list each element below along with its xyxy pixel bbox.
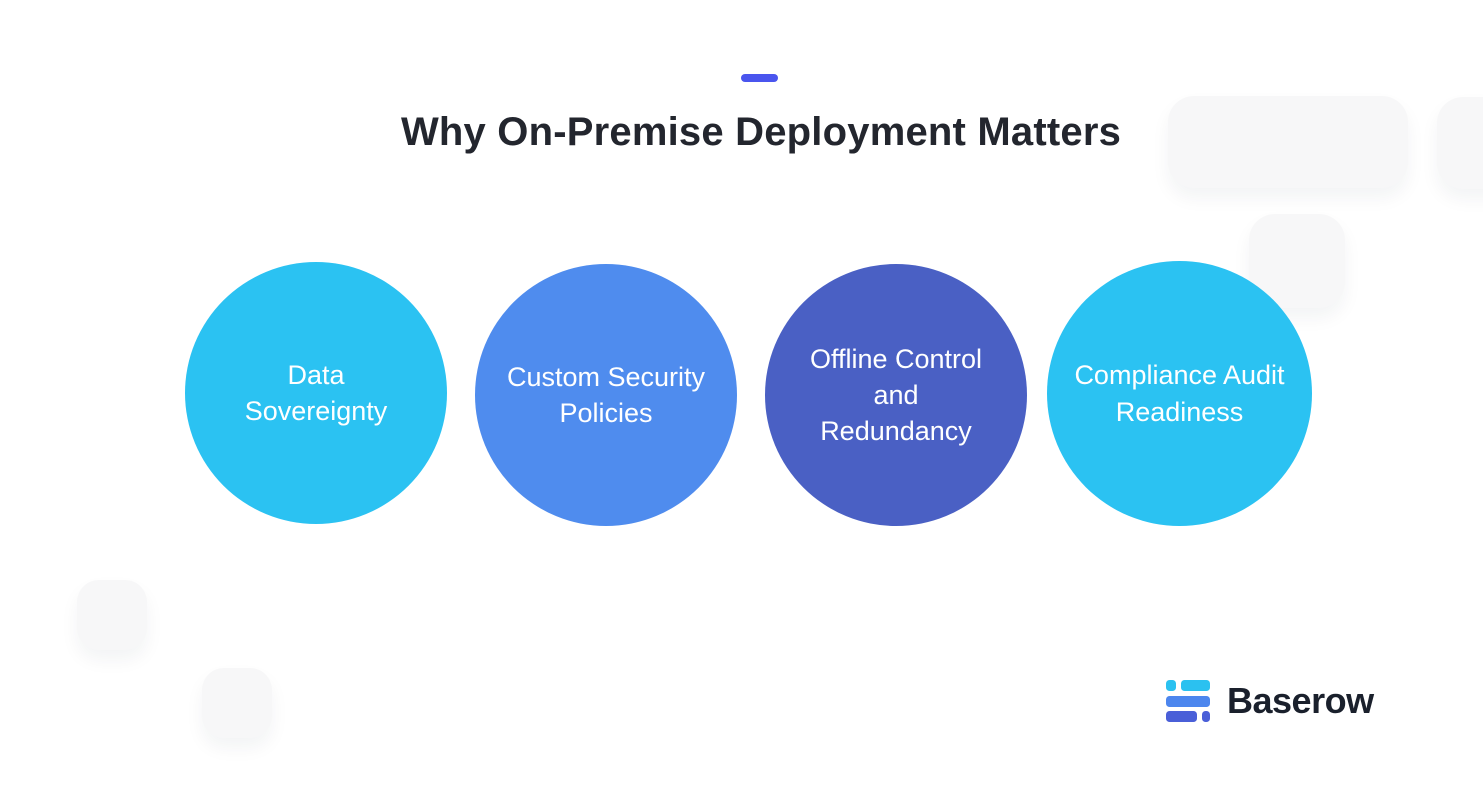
- decorative-rounded-rect: [202, 668, 272, 738]
- logo-bar-top: [1181, 680, 1210, 691]
- baserow-logo-icon: [1166, 680, 1210, 722]
- page-title: Why On-Premise Deployment Matters: [400, 110, 1122, 154]
- circle-label-custom-security-policies: Custom Security Policies: [506, 361, 706, 428]
- decorative-rounded-rect: [77, 580, 147, 650]
- circle-label-data-sovereignty: Data Sovereignty: [244, 359, 388, 426]
- logo-bar-middle: [1166, 695, 1210, 707]
- circle-label-offline-control-redundancy: Offline Control and Redundancy: [809, 343, 983, 447]
- logo-bar-top-square: [1166, 680, 1176, 691]
- logo-bar-bottom: [1166, 711, 1197, 722]
- decorative-rounded-rect: [1168, 96, 1408, 188]
- circle-compliance-audit-readiness: Compliance Audit Readiness: [1047, 261, 1312, 526]
- baserow-logo: Baserow: [1166, 680, 1374, 722]
- logo-bar-bottom-square: [1202, 711, 1210, 722]
- circle-custom-security-policies: Custom Security Policies: [475, 264, 737, 526]
- circle-label-compliance-audit-readiness: Compliance Audit Readiness: [1074, 360, 1285, 427]
- decorative-rounded-rect: [1437, 97, 1483, 189]
- circle-offline-control-redundancy: Offline Control and Redundancy: [765, 264, 1027, 526]
- circle-data-sovereignty: Data Sovereignty: [185, 262, 447, 524]
- title-accent-dash: [741, 74, 778, 82]
- baserow-logo-text: Baserow: [1227, 680, 1374, 721]
